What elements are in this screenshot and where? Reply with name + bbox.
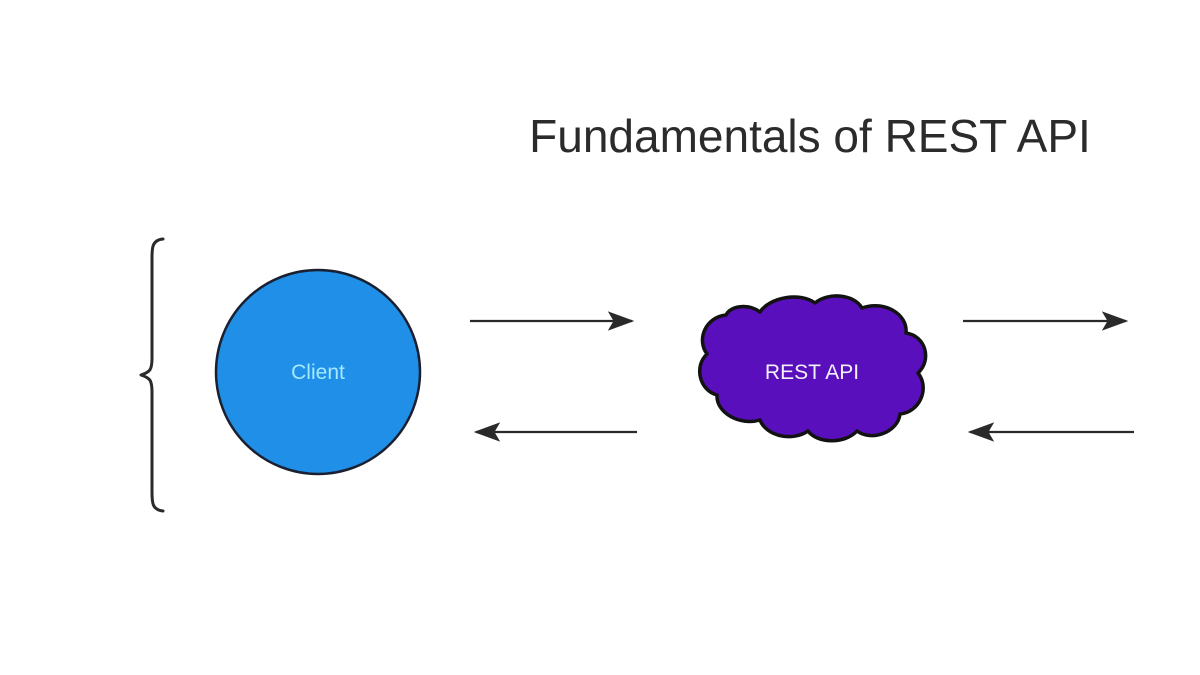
client-side-brace bbox=[139, 237, 165, 513]
brace-path bbox=[139, 237, 165, 513]
node-client[interactable]: Client bbox=[214, 268, 422, 476]
client-label: Client bbox=[291, 361, 345, 384]
node-rest-api[interactable]: REST API bbox=[697, 294, 928, 443]
client-circle-shape[interactable] bbox=[214, 268, 422, 476]
page-title: Fundamentals of REST API bbox=[529, 110, 1091, 162]
rest-api-label: REST API bbox=[765, 361, 859, 384]
rest-api-cloud-shape[interactable] bbox=[697, 294, 928, 443]
